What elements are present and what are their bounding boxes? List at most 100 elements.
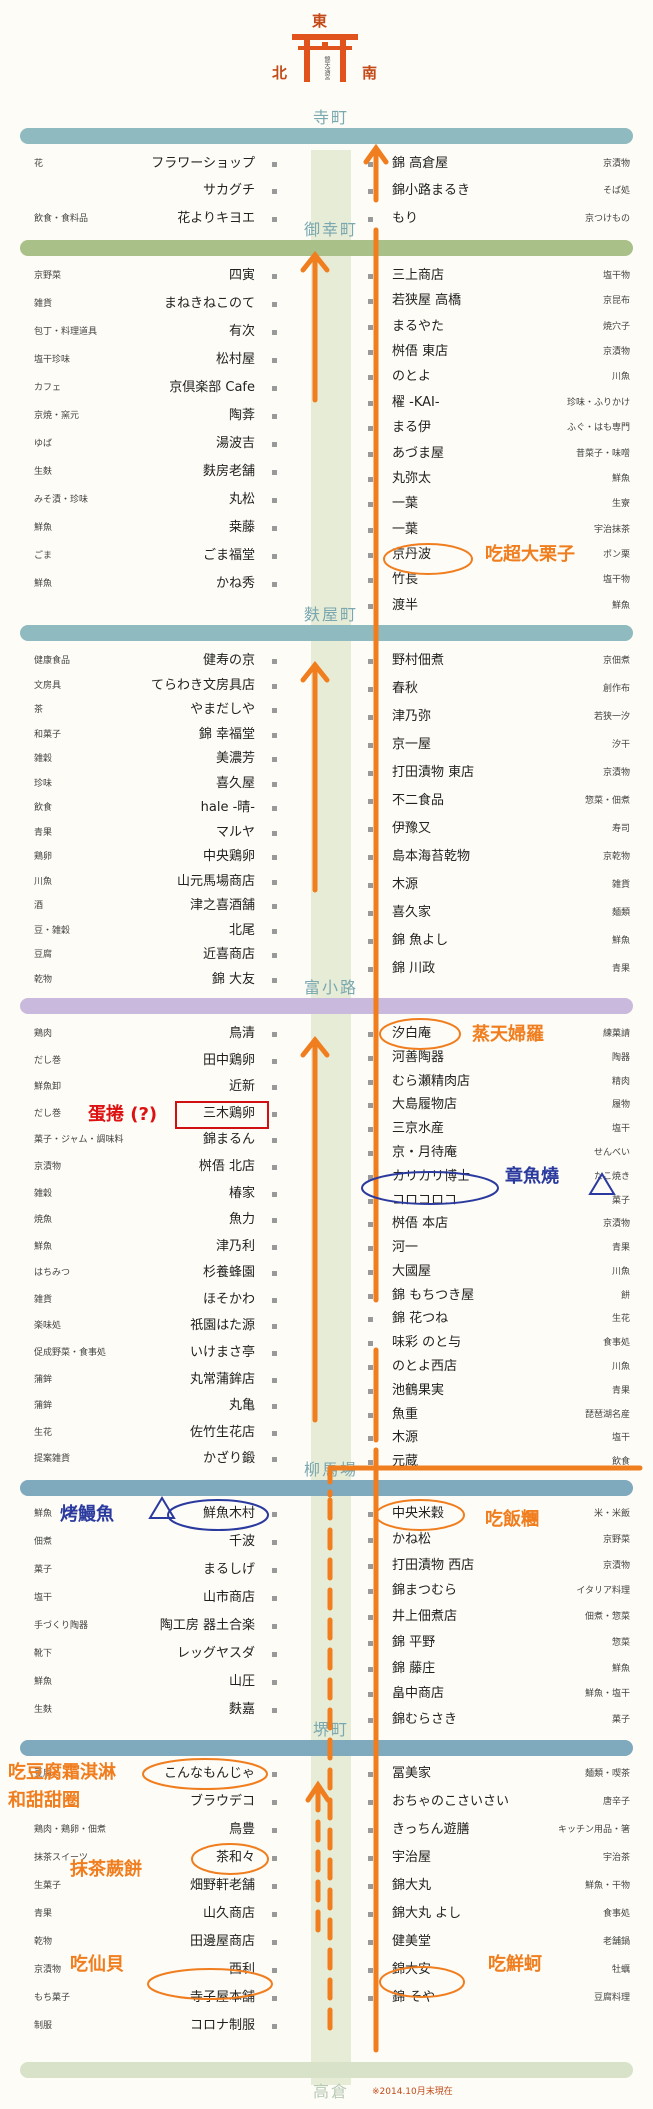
shop-right[interactable]: あづま屋昔菜子・味噌 bbox=[0, 440, 653, 468]
shop-left[interactable]: 文房具てらわき文房具店 bbox=[0, 672, 300, 700]
shop-left[interactable]: 鶏卵中央鶏卵 bbox=[0, 843, 300, 871]
shop-right[interactable]: 桝俉 東店京漬物 bbox=[0, 338, 653, 366]
shop-left[interactable]: 青果マルヤ bbox=[0, 819, 300, 847]
shop-left[interactable]: 菓子まるしげ bbox=[0, 1556, 300, 1584]
shop-right[interactable]: 木源雑貨 bbox=[0, 871, 653, 899]
shop-left[interactable]: ゆば湯波吉 bbox=[0, 430, 300, 458]
shop-right[interactable]: 味彩 のと与食事処 bbox=[0, 1329, 653, 1357]
shop-left[interactable]: サカグチ bbox=[0, 177, 300, 205]
shop-right[interactable]: 大島履物店履物 bbox=[0, 1091, 653, 1119]
shop-left[interactable]: 促成野菜・食事処いけまさ亭 bbox=[0, 1339, 300, 1367]
shop-left[interactable]: 焼魚魚力 bbox=[0, 1206, 300, 1234]
shop-right[interactable]: 島本海苔乾物京乾物 bbox=[0, 843, 653, 871]
shop-right[interactable]: もり京つけもの bbox=[0, 205, 653, 233]
shop-right[interactable]: 不二食品惣菜・佃煮 bbox=[0, 787, 653, 815]
shop-left[interactable]: 珍味喜久屋 bbox=[0, 770, 300, 798]
shop-right[interactable]: 魚重琵琶湖名産 bbox=[0, 1401, 653, 1429]
shop-left[interactable]: みそ漬・珍味丸松 bbox=[0, 486, 300, 514]
shop-right[interactable]: 健美堂老舗鍋 bbox=[0, 1928, 653, 1956]
shop-left[interactable]: 鮮魚かね秀 bbox=[0, 570, 300, 598]
shop-left[interactable]: 手づくり陶器陶工房 器土合楽 bbox=[0, 1612, 300, 1640]
shop-left[interactable]: 京野菜四寅 bbox=[0, 262, 300, 290]
shop-right[interactable]: 錦 もちつき屋餅 bbox=[0, 1282, 653, 1310]
shop-left[interactable]: 楽味処祇園はた源 bbox=[0, 1312, 300, 1340]
shop-left[interactable]: 塩干山市商店 bbox=[0, 1584, 300, 1612]
shop-right[interactable]: 元蔵飲食 bbox=[0, 1448, 653, 1476]
shop-left[interactable]: ブラウデコ bbox=[0, 1788, 300, 1816]
shop-left[interactable]: ごまごま福堂 bbox=[0, 542, 300, 570]
shop-left[interactable]: 健康食品健寿の京 bbox=[0, 647, 300, 675]
shop-right[interactable]: 錦 高倉屋京漬物 bbox=[0, 150, 653, 178]
shop-right[interactable]: 一葉生寮 bbox=[0, 490, 653, 518]
shop-right[interactable]: 野村佃煮京佃煮 bbox=[0, 647, 653, 675]
shop-left[interactable]: 鮮魚山圧 bbox=[0, 1668, 300, 1696]
shop-left[interactable]: 靴下レッグヤスダ bbox=[0, 1640, 300, 1668]
shop-left[interactable]: 佃煮千波 bbox=[0, 1528, 300, 1556]
shop-left[interactable]: 生麩麩嘉 bbox=[0, 1696, 300, 1724]
shop-right[interactable]: 錦 川政青果 bbox=[0, 955, 653, 983]
shop-left[interactable]: 生花佐竹生花店 bbox=[0, 1419, 300, 1447]
shop-right[interactable]: 錦 魚よし鮮魚 bbox=[0, 927, 653, 955]
shop-left[interactable]: 蒲鉾丸常蒲鉾店 bbox=[0, 1366, 300, 1394]
shop-left[interactable]: 生菓子畑野軒老舗 bbox=[0, 1872, 300, 1900]
shop-left[interactable]: 乾物錦 大友 bbox=[0, 966, 300, 994]
shop-right[interactable]: まるやた焼穴子 bbox=[0, 313, 653, 341]
shop-left[interactable]: 雑穀美濃芳 bbox=[0, 745, 300, 773]
shop-left[interactable]: 制服コロナ制服 bbox=[0, 2012, 300, 2040]
shop-left[interactable]: 雑貨ほそかわ bbox=[0, 1286, 300, 1314]
shop-right[interactable]: 若狭屋 高橋京昆布 bbox=[0, 287, 653, 315]
shop-right[interactable]: 伊豫又寿司 bbox=[0, 815, 653, 843]
shop-right[interactable]: 大國屋川魚 bbox=[0, 1258, 653, 1286]
shop-left[interactable]: 乾物田邊屋商店 bbox=[0, 1928, 300, 1956]
shop-right[interactable]: 丸弥太鮮魚 bbox=[0, 465, 653, 493]
shop-right[interactable]: かね松京野菜 bbox=[0, 1526, 653, 1554]
shop-left[interactable]: 鶏肉鳥清 bbox=[0, 1020, 300, 1048]
shop-left[interactable]: 豆腐近喜商店 bbox=[0, 941, 300, 969]
shop-right[interactable]: 一葉宇治抹茶 bbox=[0, 516, 653, 544]
shop-right[interactable]: 井上佃煮店佃煮・惣菜 bbox=[0, 1603, 653, 1631]
shop-left[interactable]: 提案雑貨かざり鍛 bbox=[0, 1445, 300, 1473]
shop-right[interactable]: 木源塩干 bbox=[0, 1424, 653, 1452]
shop-left[interactable]: 茶やまだしや bbox=[0, 696, 300, 724]
shop-right[interactable]: のとよ西店川魚 bbox=[0, 1353, 653, 1381]
shop-left[interactable]: 塩干珍味松村屋 bbox=[0, 346, 300, 374]
shop-right[interactable]: 錦まつむらイタリア料理 bbox=[0, 1577, 653, 1605]
shop-right[interactable]: 畠中商店鮮魚・塩干 bbox=[0, 1680, 653, 1708]
shop-right[interactable]: 河一青果 bbox=[0, 1234, 653, 1262]
shop-right[interactable]: 錦 花つね生花 bbox=[0, 1305, 653, 1333]
shop-left[interactable]: 京漬物桝俉 北店 bbox=[0, 1153, 300, 1181]
shop-left[interactable]: だし巻田中鶏卵 bbox=[0, 1047, 300, 1075]
shop-right[interactable]: 京・月待庵せんべい bbox=[0, 1139, 653, 1167]
shop-right[interactable]: 錦小路まるきそば処 bbox=[0, 177, 653, 205]
shop-left[interactable]: 和菓子錦 幸福堂 bbox=[0, 721, 300, 749]
shop-left[interactable]: 酒津之喜酒舗 bbox=[0, 892, 300, 920]
shop-right[interactable]: むら瀬精肉店精肉 bbox=[0, 1068, 653, 1096]
shop-left[interactable]: 雑穀椿家 bbox=[0, 1180, 300, 1208]
shop-right[interactable]: 冨美家麺類・喫茶 bbox=[0, 1760, 653, 1788]
shop-left[interactable]: 京焼・窯元陶葊 bbox=[0, 402, 300, 430]
shop-left[interactable]: 鮮魚津乃利 bbox=[0, 1233, 300, 1261]
shop-right[interactable]: 京一屋汐干 bbox=[0, 731, 653, 759]
shop-right[interactable]: 錦大丸鮮魚・干物 bbox=[0, 1872, 653, 1900]
shop-right[interactable]: 錦 藤庄鮮魚 bbox=[0, 1655, 653, 1683]
shop-left[interactable]: 蒲鉾丸亀 bbox=[0, 1392, 300, 1420]
shop-left[interactable]: 青果山久商店 bbox=[0, 1900, 300, 1928]
shop-right[interactable]: 桝俉 本店京漬物 bbox=[0, 1210, 653, 1238]
shop-right[interactable]: 錦 平野惣菜 bbox=[0, 1629, 653, 1657]
shop-right[interactable]: 三上商店塩干物 bbox=[0, 262, 653, 290]
shop-right[interactable]: きっちん遊膳キッチン用品・箸 bbox=[0, 1816, 653, 1844]
shop-right[interactable]: 津乃弥若狭一汐 bbox=[0, 703, 653, 731]
shop-right[interactable]: のとよ川魚 bbox=[0, 363, 653, 391]
shop-right[interactable]: 河善陶器陶器 bbox=[0, 1044, 653, 1072]
shop-right[interactable]: 池鶴果実青果 bbox=[0, 1377, 653, 1405]
shop-left[interactable]: 鮮魚卸近新 bbox=[0, 1073, 300, 1101]
shop-left[interactable]: 飲食・食料品花よりキヨエ bbox=[0, 205, 300, 233]
shop-right[interactable]: 喜久家麺類 bbox=[0, 899, 653, 927]
shop-right[interactable]: 三京水産塩干 bbox=[0, 1115, 653, 1143]
shop-right[interactable]: 錦 そや豆腐料理 bbox=[0, 1984, 653, 2012]
shop-right[interactable]: まる伊ふぐ・はも専門 bbox=[0, 414, 653, 442]
shop-right[interactable]: 打田漬物 西店京漬物 bbox=[0, 1552, 653, 1580]
shop-left[interactable]: 雑貨まねきねこのて bbox=[0, 290, 300, 318]
shop-left[interactable]: 鮮魚桒藤 bbox=[0, 514, 300, 542]
shop-right[interactable]: 打田漬物 東店京漬物 bbox=[0, 759, 653, 787]
